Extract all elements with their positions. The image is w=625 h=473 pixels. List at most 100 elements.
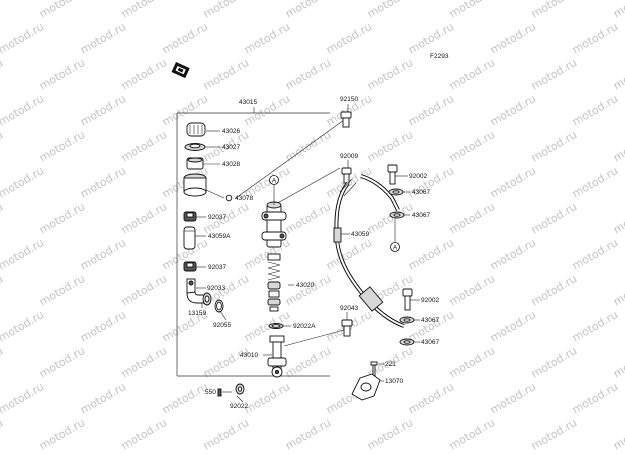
- washer-bottom-part: [235, 383, 245, 395]
- watermark-text-40: motod.ru: [447, 128, 497, 164]
- watermark-text-12: motod.ru: [242, 20, 292, 56]
- watermark-text-31: motod.ru: [406, 92, 456, 128]
- ref-piston-kit: 43020: [296, 282, 314, 289]
- watermark-text-43: motod.ru: [0, 164, 46, 200]
- watermark-text-10: motod.ru: [78, 20, 128, 56]
- watermark-text-102: motod.ru: [0, 416, 5, 452]
- watermark-text-65: motod.ru: [406, 236, 456, 272]
- watermark-text-34: motod.ru: [0, 128, 5, 164]
- watermark-text-86: motod.ru: [37, 344, 87, 380]
- watermark-text-94: motod.ru: [0, 380, 46, 416]
- ref-kit: 43015: [239, 99, 257, 106]
- ref-gasket-3: 43067: [421, 317, 439, 324]
- ref-circlip: 92022A: [293, 323, 316, 330]
- ref-oring: 92055: [213, 322, 231, 329]
- gasket-3-part: [399, 316, 415, 324]
- watermark-text-89: motod.ru: [283, 344, 333, 380]
- watermark-text-16: motod.ru: [570, 20, 620, 56]
- callout-a-right-label: A: [393, 245, 398, 252]
- watermark-text-39: motod.ru: [365, 128, 415, 164]
- watermark-text-0: motod.ru: [0, 0, 5, 21]
- watermark-text-60: motod.ru: [0, 236, 46, 272]
- watermark-text-20: motod.ru: [201, 56, 251, 92]
- watermark-text-101: motod.ru: [570, 380, 620, 416]
- watermark-text-92: motod.ru: [529, 344, 579, 380]
- watermark-text-108: motod.ru: [447, 416, 497, 452]
- watermark-text-109: motod.ru: [529, 416, 579, 452]
- ref-clip-lower: 92037: [208, 264, 226, 271]
- watermark-text-29: motod.ru: [242, 92, 292, 128]
- grommet-part: [202, 292, 212, 306]
- assembly-box: [176, 112, 330, 377]
- callout-a-upper-label: A: [272, 178, 277, 185]
- watermark-text-75: motod.ru: [529, 272, 579, 308]
- ref-cap: 43026: [222, 128, 240, 135]
- ref-diaphragm: 43027: [222, 144, 240, 151]
- watermark-text-23: motod.ru: [447, 56, 497, 92]
- watermark-text-77: motod.ru: [0, 308, 46, 344]
- ref-brake-hose: 43059: [351, 231, 369, 238]
- watermark-text-72: motod.ru: [283, 272, 333, 308]
- plate-part: [186, 157, 204, 170]
- ref-banjo-bolt-upper: 92002: [409, 173, 427, 180]
- watermark-text-93: motod.ru: [611, 344, 625, 380]
- bolt-guard-part: [341, 319, 353, 337]
- watermark-text-105: motod.ru: [201, 416, 251, 452]
- callout-a-upper: A: [269, 175, 279, 205]
- watermark-text-87: motod.ru: [119, 344, 169, 380]
- watermark-text-58: motod.ru: [529, 200, 579, 236]
- watermark-text-18: motod.ru: [37, 56, 87, 92]
- ref-pushrod: 43010: [240, 352, 258, 359]
- watermark-text-52: motod.ru: [37, 200, 87, 236]
- ref-gasket-4: 43067: [421, 339, 439, 346]
- watermark-text-5: motod.ru: [365, 0, 415, 21]
- watermark-text-44: motod.ru: [78, 164, 128, 200]
- ref-bolt-top: 92150: [340, 96, 358, 103]
- watermark-text-3: motod.ru: [201, 0, 251, 21]
- watermark-text-6: motod.ru: [447, 0, 497, 21]
- ref-reservoir: 43078: [235, 195, 253, 202]
- watermark-text-106: motod.ru: [283, 416, 333, 452]
- watermark-text-95: motod.ru: [78, 380, 128, 416]
- ref-hose-short: 43059A: [208, 233, 231, 240]
- ref-plate: 43028: [222, 161, 240, 168]
- watermark-text-91: motod.ru: [447, 344, 497, 380]
- watermark-text-25: motod.ru: [611, 56, 625, 92]
- banjo-upper-hose: [360, 174, 400, 211]
- watermark-text-107: motod.ru: [365, 416, 415, 452]
- pushrod-part: [267, 335, 287, 378]
- watermark-text-24: motod.ru: [529, 56, 579, 92]
- watermark-text-67: motod.ru: [570, 236, 620, 272]
- oring-part: [214, 299, 224, 313]
- watermark-text-27: motod.ru: [78, 92, 128, 128]
- ref-grommet: 13159: [188, 310, 206, 317]
- master-cylinder-body: [261, 201, 287, 248]
- watermark-text-57: motod.ru: [447, 200, 497, 236]
- bolt-mid-part: [341, 167, 352, 184]
- watermark-text-76: motod.ru: [611, 272, 625, 308]
- watermark-text-15: motod.ru: [488, 20, 538, 56]
- watermark-text-8: motod.ru: [611, 0, 625, 21]
- banjo-bolt-lower-part: [402, 288, 413, 311]
- watermark-text-85: motod.ru: [0, 344, 5, 380]
- elbow-part: [186, 278, 208, 304]
- guard-part: [351, 373, 381, 401]
- ref-banjo-bolt-lower: 92002: [421, 297, 439, 304]
- watermark-text-51: motod.ru: [0, 200, 5, 236]
- watermark-text-64: motod.ru: [324, 236, 374, 272]
- gasket-4-part: [399, 338, 415, 346]
- watermark-text-13: motod.ru: [324, 20, 374, 56]
- ref-gasket-2: 43067: [412, 212, 430, 219]
- reservoir-part: [183, 173, 233, 202]
- front-direction-icon: [171, 61, 190, 79]
- watermark-text-32: motod.ru: [488, 92, 538, 128]
- watermark-text-17: motod.ru: [0, 56, 5, 92]
- watermark-text-56: motod.ru: [365, 200, 415, 236]
- watermark-text-96: motod.ru: [160, 380, 210, 416]
- watermark-text-21: motod.ru: [283, 56, 333, 92]
- watermark-text-61: motod.ru: [78, 236, 128, 272]
- watermark-text-7: motod.ru: [529, 0, 579, 21]
